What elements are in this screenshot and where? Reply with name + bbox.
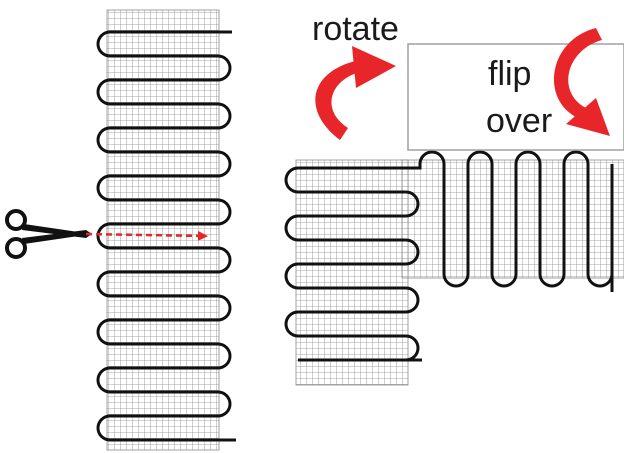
- left-mesh-strip: [106, 9, 220, 451]
- rotate-label: rotate: [312, 10, 399, 48]
- right-horizontal-wire: [408, 150, 614, 292]
- scissors-icon: [5, 209, 92, 259]
- over-label: over: [486, 102, 552, 140]
- left-heating-wire: [96, 30, 236, 442]
- flip-over-panel: [407, 43, 624, 151]
- curved-arrow-icon: [315, 46, 396, 140]
- right-vertical-mesh: [295, 159, 409, 386]
- flip-label: flip: [488, 55, 531, 93]
- right-vertical-wire: [284, 166, 422, 362]
- curved-arrow-icon: [554, 28, 610, 136]
- right-horizontal-mesh: [401, 159, 624, 279]
